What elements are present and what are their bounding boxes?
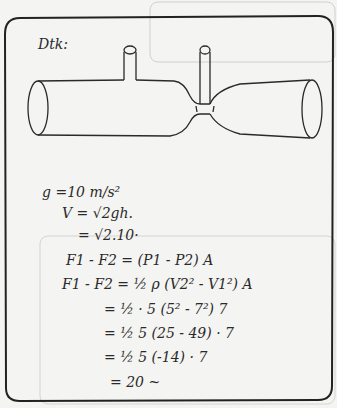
handwritten-note: V = √2gh.: [62, 205, 133, 222]
handwritten-note: F1 - F2 = ½ ρ (V2² - V1²) A: [62, 276, 253, 293]
handwritten-note: F1 - F2 = (P1 - P2) A: [66, 252, 213, 269]
venturi-pipe: [28, 46, 322, 138]
frame-border: [5, 16, 333, 401]
printed-box: [150, 2, 335, 62]
handwritten-note: = ½ 5 (25 - 49) · 7: [104, 325, 234, 342]
handwritten-note: = √2.10·: [78, 227, 139, 244]
handwritten-note: = ½ 5 (-14) · 7: [104, 349, 207, 366]
handwritten-note: Dtk:: [38, 36, 68, 53]
handwritten-note: = 20 ~: [110, 374, 160, 391]
printed-box: [40, 236, 335, 404]
handwritten-note: g =10 m/s²: [42, 184, 120, 201]
handwritten-note: = ½ · 5 (5² - 7²) 7: [104, 301, 227, 318]
